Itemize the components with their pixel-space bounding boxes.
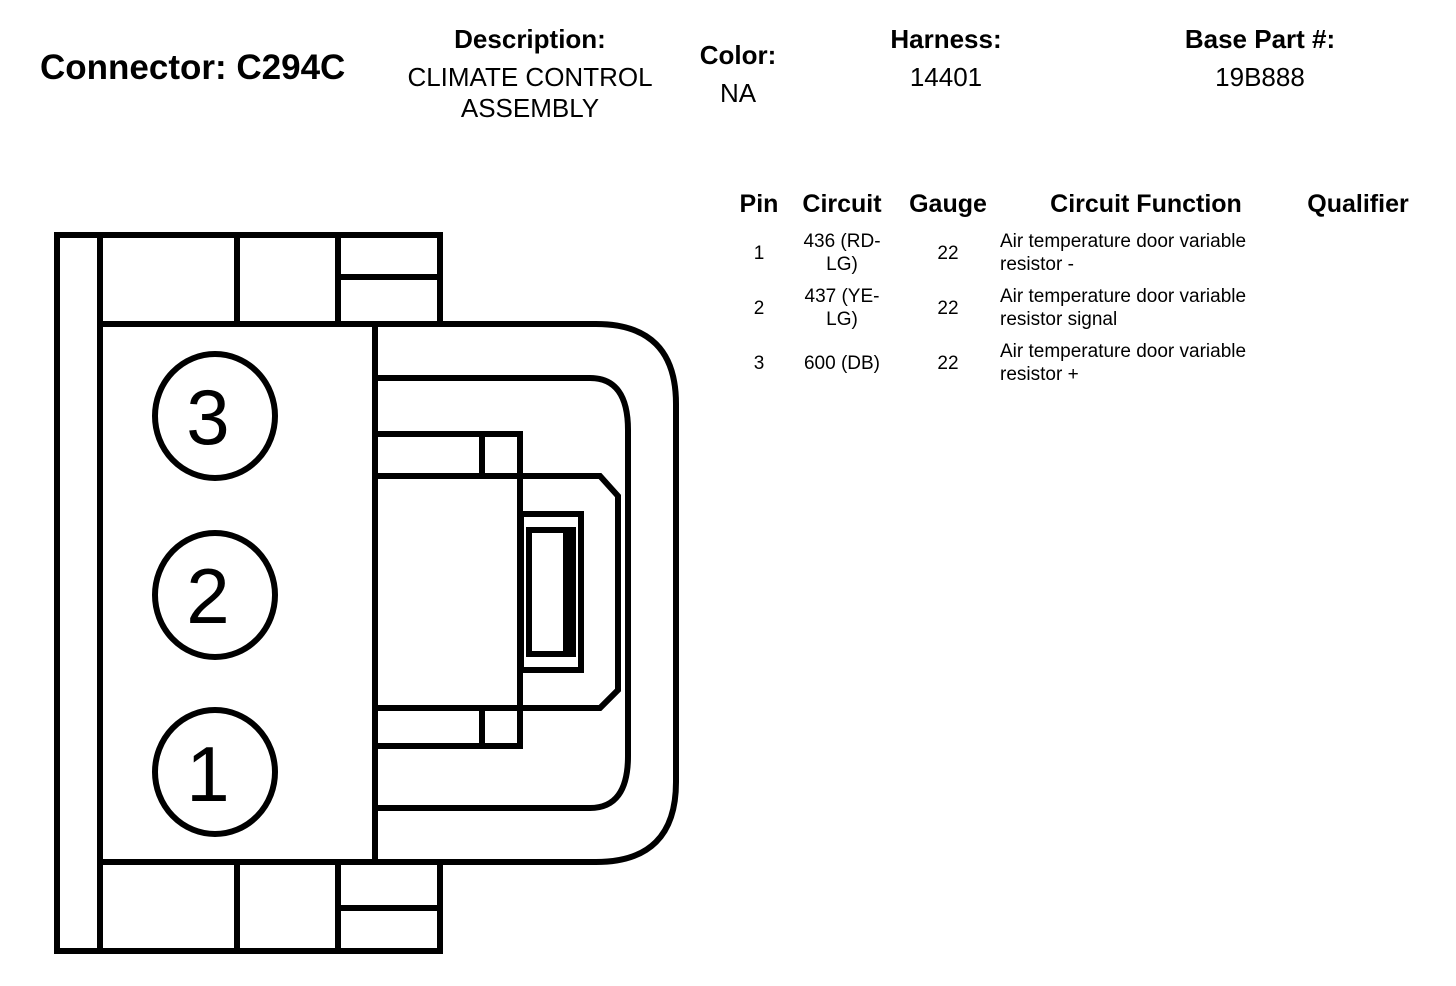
function-line: resistor signal (1000, 309, 1118, 330)
function-cell: Air temperature door variable resistor - (1000, 230, 1300, 276)
circuit-cell: 600 (DB) (792, 352, 892, 375)
gauge-cell: 22 (937, 353, 959, 374)
pin-cell: 2 (753, 298, 765, 319)
locking-loop-inner (375, 375, 631, 811)
function-line: resistor + (1000, 364, 1079, 385)
connector-body-outline (54, 232, 443, 954)
circuit-line: 436 (RD- (803, 231, 881, 252)
pin-label-2: 2 (186, 552, 229, 640)
pin-label-1: 1 (186, 730, 229, 818)
color-label: Color: (699, 40, 777, 70)
circuit-line: 600 (DB) (803, 353, 881, 374)
top-tab (375, 431, 523, 479)
description-line-2: ASSEMBLY (460, 93, 600, 123)
latch-tongue (517, 473, 621, 711)
bottom-tab (375, 705, 523, 749)
circuit-line: 437 (YE- (804, 286, 880, 307)
pin-cavity-2 (152, 530, 278, 660)
pin-cavity-1 (152, 707, 278, 837)
circuit-line: LG) (826, 309, 858, 330)
description-value: CLIMATE CONTROL ASSEMBLY (380, 62, 680, 124)
description-line-1: CLIMATE CONTROL (407, 62, 653, 92)
circuit-cell: 437 (YE- LG) (792, 285, 892, 331)
column-header-qualifier: Qualifier (1307, 190, 1409, 218)
harness-label: Harness: (890, 24, 1002, 54)
circuit-line: LG) (826, 254, 858, 275)
function-line: Air temperature door variable (1000, 231, 1247, 252)
harness-value: 14401 (909, 62, 983, 92)
latch-window-outer (518, 511, 584, 673)
connector-title: Connector: C294C (40, 48, 346, 87)
function-cell: Air temperature door variable resistor + (1000, 340, 1300, 386)
pin-cavity-3 (152, 351, 278, 481)
base-part-label: Base Part #: (1184, 24, 1336, 54)
column-header-circuit: Circuit (802, 190, 882, 218)
gauge-cell: 22 (937, 243, 959, 264)
pin-cell: 1 (753, 243, 765, 264)
circuit-cell: 436 (RD- LG) (792, 230, 892, 276)
column-header-gauge: Gauge (909, 190, 987, 218)
color-value: NA (719, 78, 757, 108)
function-line: Air temperature door variable (1000, 341, 1247, 362)
function-line: Air temperature door variable (1000, 286, 1247, 307)
pin-cell: 3 (753, 353, 765, 374)
description-label: Description: (454, 24, 606, 54)
function-cell: Air temperature door variable resistor s… (1000, 285, 1300, 331)
gauge-cell: 22 (937, 298, 959, 319)
pin-label-3: 3 (186, 373, 229, 461)
column-header-circuit-function: Circuit Function (1050, 190, 1242, 218)
locking-loop-outer (375, 321, 679, 865)
base-part-value: 19B888 (1215, 62, 1305, 92)
function-line: resistor - (1000, 254, 1074, 275)
column-header-pin: Pin (739, 190, 779, 218)
